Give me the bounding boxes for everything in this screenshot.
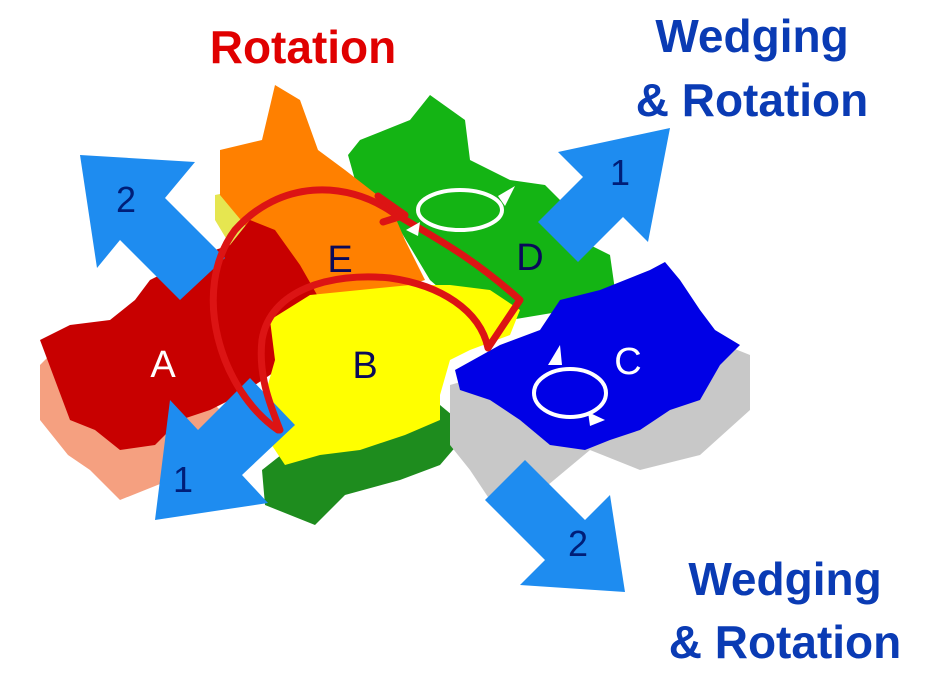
arrow-lower-right-label: 2 [568,523,588,564]
wedging-rotation-title-top-line1: Wedging [655,10,848,62]
block-a-label: A [150,344,176,386]
block-e-label: E [327,239,352,281]
arrow-upper-right [538,128,670,262]
wedging-rotation-title-bottom-line1: Wedging [688,553,881,605]
block-a [40,220,345,450]
block-d-label: D [516,237,543,279]
block-c-label: C [614,341,641,383]
block-b-label: B [352,345,377,387]
rotation-ellipse-d-arrowhead-right [498,186,515,206]
arrow-lower-left-label: 1 [173,459,193,500]
rotation-ellipse-c-arrowhead-bottom [588,412,605,426]
rotation-path-arrowhead [374,192,409,226]
arrow-upper-left [80,155,225,300]
block-c [455,262,740,450]
wedging-rotation-title-top-line2: & Rotation [636,74,869,126]
block-b [265,285,520,465]
arrow-upper-right-label: 1 [610,152,630,193]
rotation-ellipse-c [532,345,608,426]
rotation-ellipse-c-arrowhead-top [548,345,562,365]
block-b-shadow [262,405,470,525]
rotation-ellipse-d-arrowhead-left [406,222,420,236]
arrow-upper-left-label: 2 [116,179,136,220]
arrow-lower-right [485,460,625,592]
wedging-rotation-title-bottom-line2: & Rotation [669,616,902,668]
block-d [348,95,615,320]
rotation-path [209,186,524,434]
rotation-ellipse-d [406,186,515,236]
rotation-title: Rotation [210,21,397,73]
